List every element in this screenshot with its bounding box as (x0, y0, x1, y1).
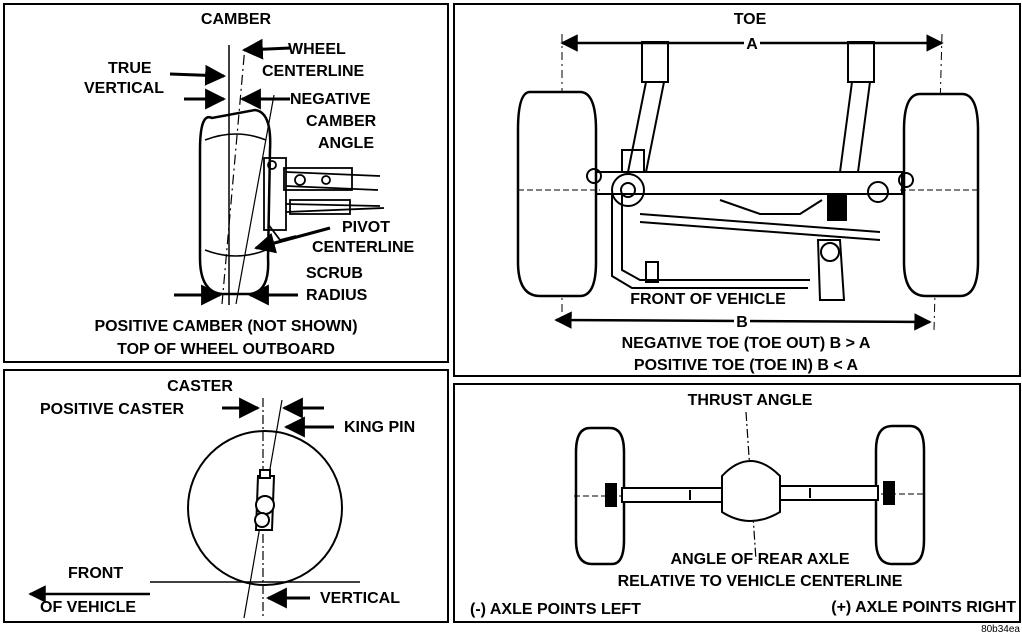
scrub-radius-label-1: SCRUB (306, 265, 363, 282)
toe-dim-b-label: B (736, 314, 748, 331)
true-vertical-label-2: VERTICAL (84, 80, 164, 97)
toe-dim-a-label: A (746, 36, 758, 53)
scrub-radius-label-2: RADIUS (306, 287, 368, 304)
front-label-2: OF VEHICLE (40, 599, 136, 616)
camber-title: CAMBER (201, 11, 272, 28)
caster-panel: CASTER POSITIVE CASTER KING PIN FRONT OF… (3, 369, 449, 623)
thrust-panel: THRUST ANGLE ANGLE OF REAR AXLE RELATIVE… (453, 383, 1021, 623)
toe-note-2: POSITIVE TOE (TOE IN) B < A (634, 357, 859, 374)
vertical-label: VERTICAL (320, 590, 400, 607)
camber-note-1: POSITIVE CAMBER (NOT SHOWN) (94, 318, 357, 335)
toe-left-tire (516, 90, 600, 298)
true-vertical-arrow (169, 64, 227, 86)
figure-code: 80b34ea (981, 624, 1020, 635)
caster-title: CASTER (167, 378, 233, 395)
pivot-centerline-label-1: PIVOT (342, 219, 390, 236)
thrust-rear-axle (605, 460, 895, 522)
camber-frame (3, 3, 449, 363)
toe-panel: TOE A (453, 3, 1021, 377)
toe-front-axle (586, 41, 914, 301)
front-label-1: FRONT (68, 565, 123, 582)
true-vertical-label-1: TRUE (108, 60, 152, 77)
negative-camber-label-1: NEGATIVE (290, 91, 371, 108)
thrust-right-tire (872, 424, 926, 566)
caster-frame (3, 369, 449, 623)
thrust-note-2: RELATIVE TO VEHICLE CENTERLINE (618, 573, 903, 590)
pivot-centerline-line (235, 94, 275, 305)
toe-front-of-vehicle: FRONT OF VEHICLE (630, 291, 786, 308)
thrust-left-label: (-) AXLE POINTS LEFT (470, 601, 641, 618)
camber-panel: CAMBER TRUE VERTICAL WHEEL (3, 3, 449, 363)
toe-frame (453, 3, 1021, 377)
camber-note-2: TOP OF WHEEL OUTBOARD (117, 341, 335, 358)
thrust-left-tire (574, 426, 628, 566)
thrust-frame (453, 383, 1021, 623)
thrust-note-1: ANGLE OF REAR AXLE (671, 551, 850, 568)
caster-spindle (254, 469, 276, 531)
king-pin-label: KING PIN (344, 419, 415, 436)
toe-right-tire (900, 92, 980, 298)
negative-camber-label-2: CAMBER (306, 113, 377, 130)
wheel-centerline-arrow (241, 38, 291, 60)
wheel-centerline-label-2: CENTERLINE (262, 63, 365, 80)
pivot-centerline-label-2: CENTERLINE (312, 239, 415, 256)
wheel-centerline-label-1: WHEEL (288, 41, 346, 58)
toe-title: TOE (734, 11, 767, 28)
toe-note-1: NEGATIVE TOE (TOE OUT) B > A (622, 335, 871, 352)
positive-caster-label: POSITIVE CASTER (40, 401, 184, 418)
pivot-centerline-arrow (253, 226, 331, 254)
negative-camber-label-3: ANGLE (318, 135, 374, 152)
thrust-right-label: (+) AXLE POINTS RIGHT (831, 599, 1016, 616)
camber-tire (198, 108, 272, 296)
thrust-title: THRUST ANGLE (688, 392, 813, 409)
